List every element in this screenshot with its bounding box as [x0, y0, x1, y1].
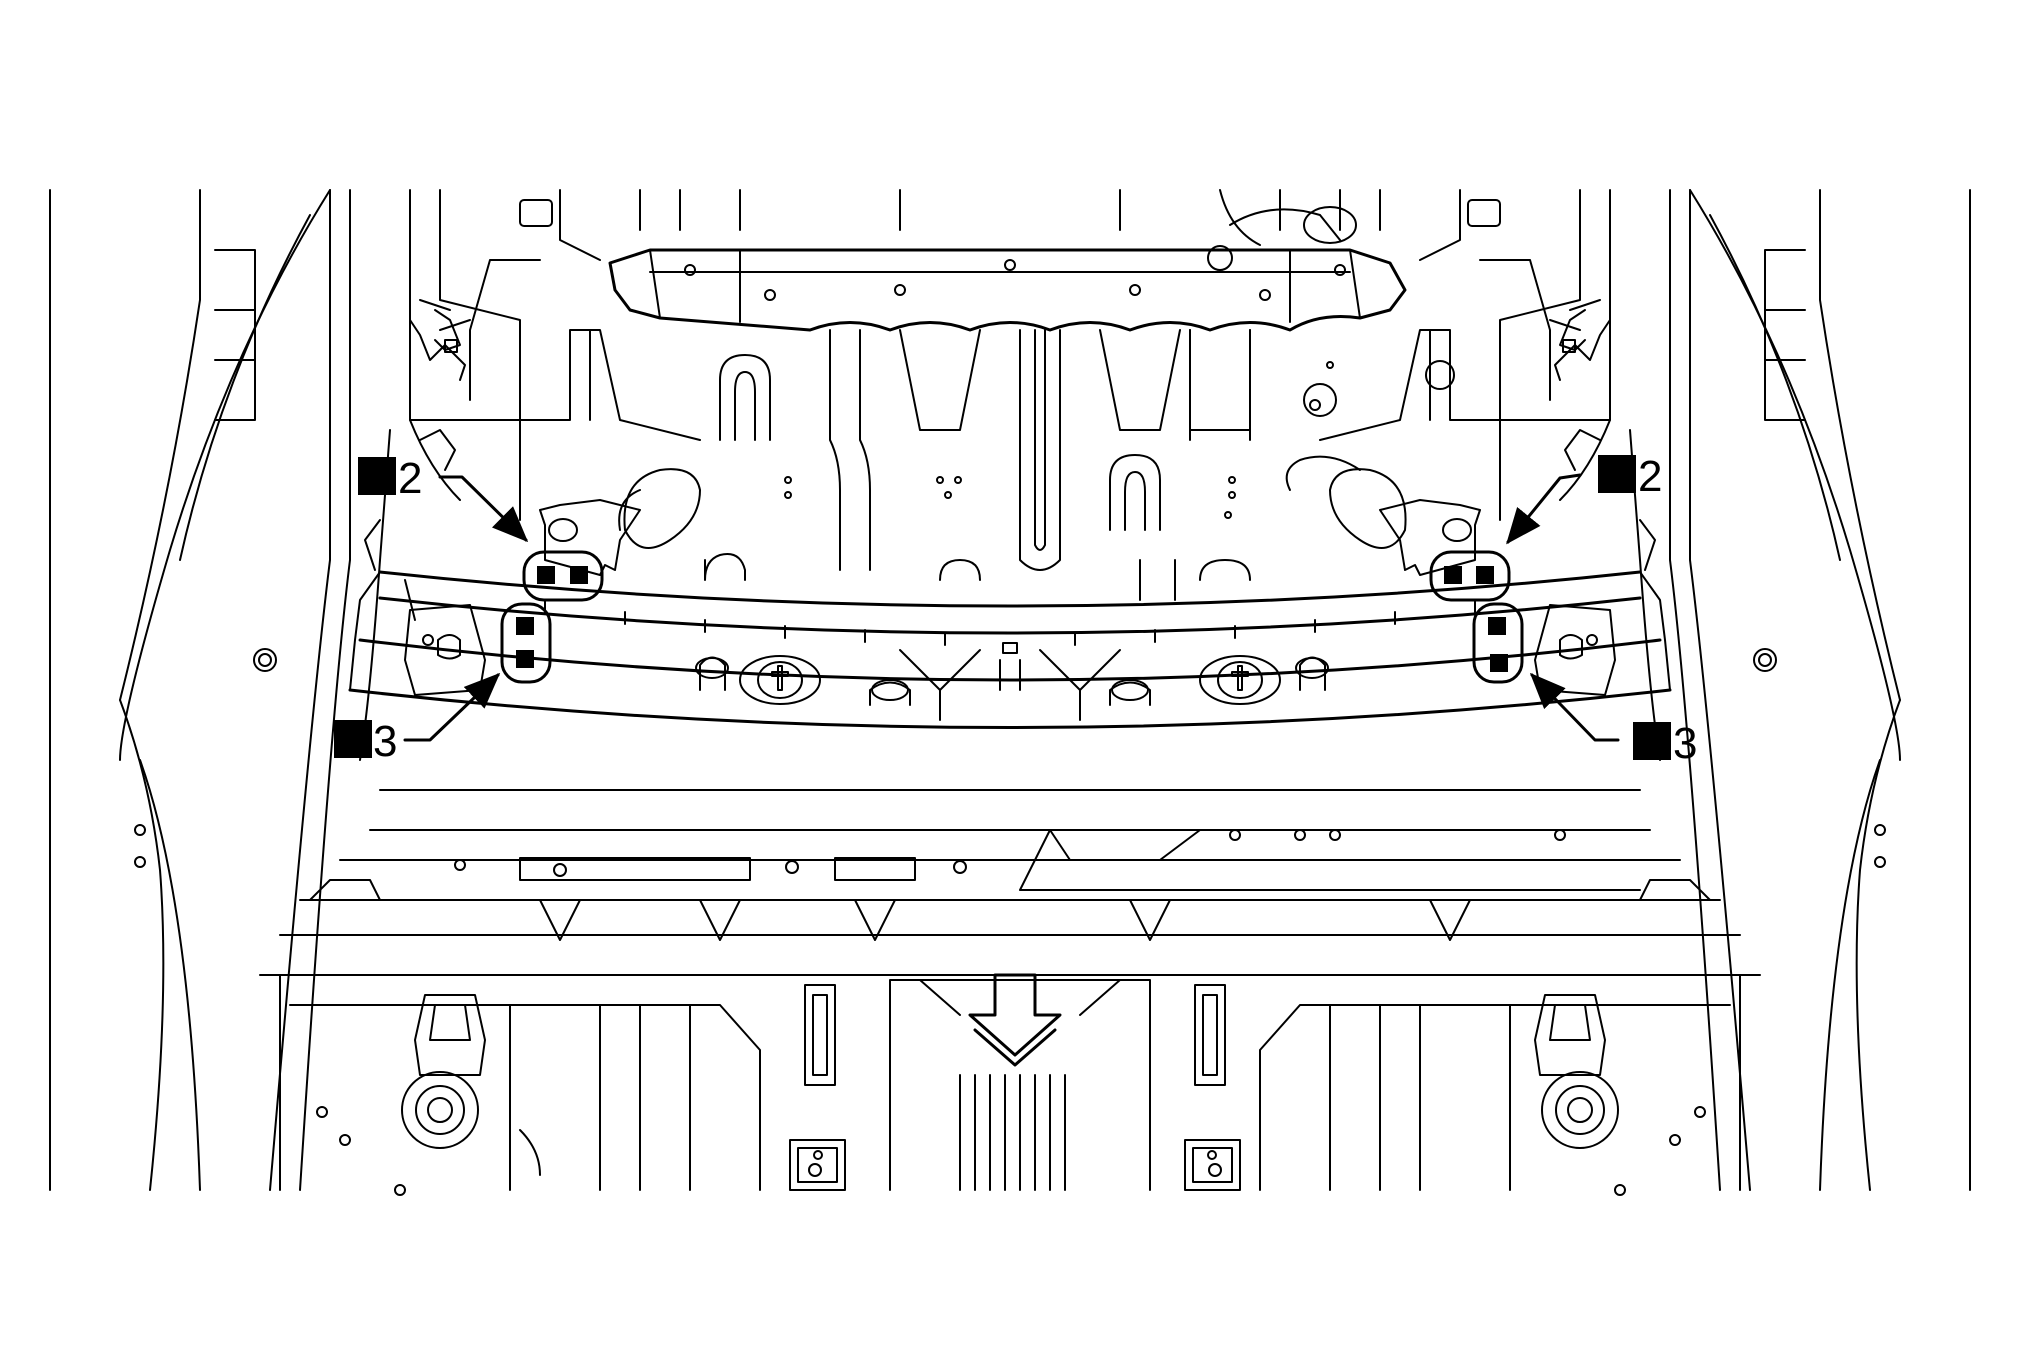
- right-tab-clip: [1554, 319, 1656, 571]
- left-upper-weld-group: [522, 550, 604, 602]
- callout-number: 3: [373, 717, 397, 766]
- right-body-side: [1629, 189, 1971, 1191]
- callout-number: 2: [1638, 452, 1662, 501]
- underbody-pressings: [409, 329, 1611, 601]
- right-upper-weld-group: [1429, 550, 1511, 602]
- callout-right-2: 2: [1598, 452, 1662, 501]
- leader-right-2: [1506, 473, 1582, 545]
- left-cross-bolt: [739, 655, 821, 705]
- top-cross-rail: [608, 245, 1407, 332]
- leader-left-2: [438, 475, 529, 543]
- right-lower-weld-group: [1472, 602, 1524, 684]
- upper-bulkhead-panel: [409, 189, 1611, 521]
- leader-right-3: [1529, 672, 1620, 742]
- main-crossmember: [348, 570, 1672, 729]
- left-body-side: [49, 189, 391, 1191]
- leader-left-3: [403, 672, 501, 742]
- callout-number: 2: [398, 454, 422, 503]
- rear-floor-pan: [279, 974, 1741, 1196]
- left-bracket: [419, 299, 641, 576]
- lower-cross-frame: [259, 789, 1761, 976]
- right-cross-bolt: [1199, 655, 1281, 705]
- callout-number: 3: [1673, 719, 1697, 768]
- callout-right-3: 3: [1633, 719, 1697, 768]
- right-bracket: [1379, 299, 1601, 576]
- front-direction-arrow: [968, 973, 1062, 1067]
- left-lower-weld-group: [500, 602, 552, 684]
- left-tab-clip: [364, 319, 466, 571]
- callout-left-2: 2: [358, 454, 422, 503]
- callout-left-3: 3: [334, 717, 397, 766]
